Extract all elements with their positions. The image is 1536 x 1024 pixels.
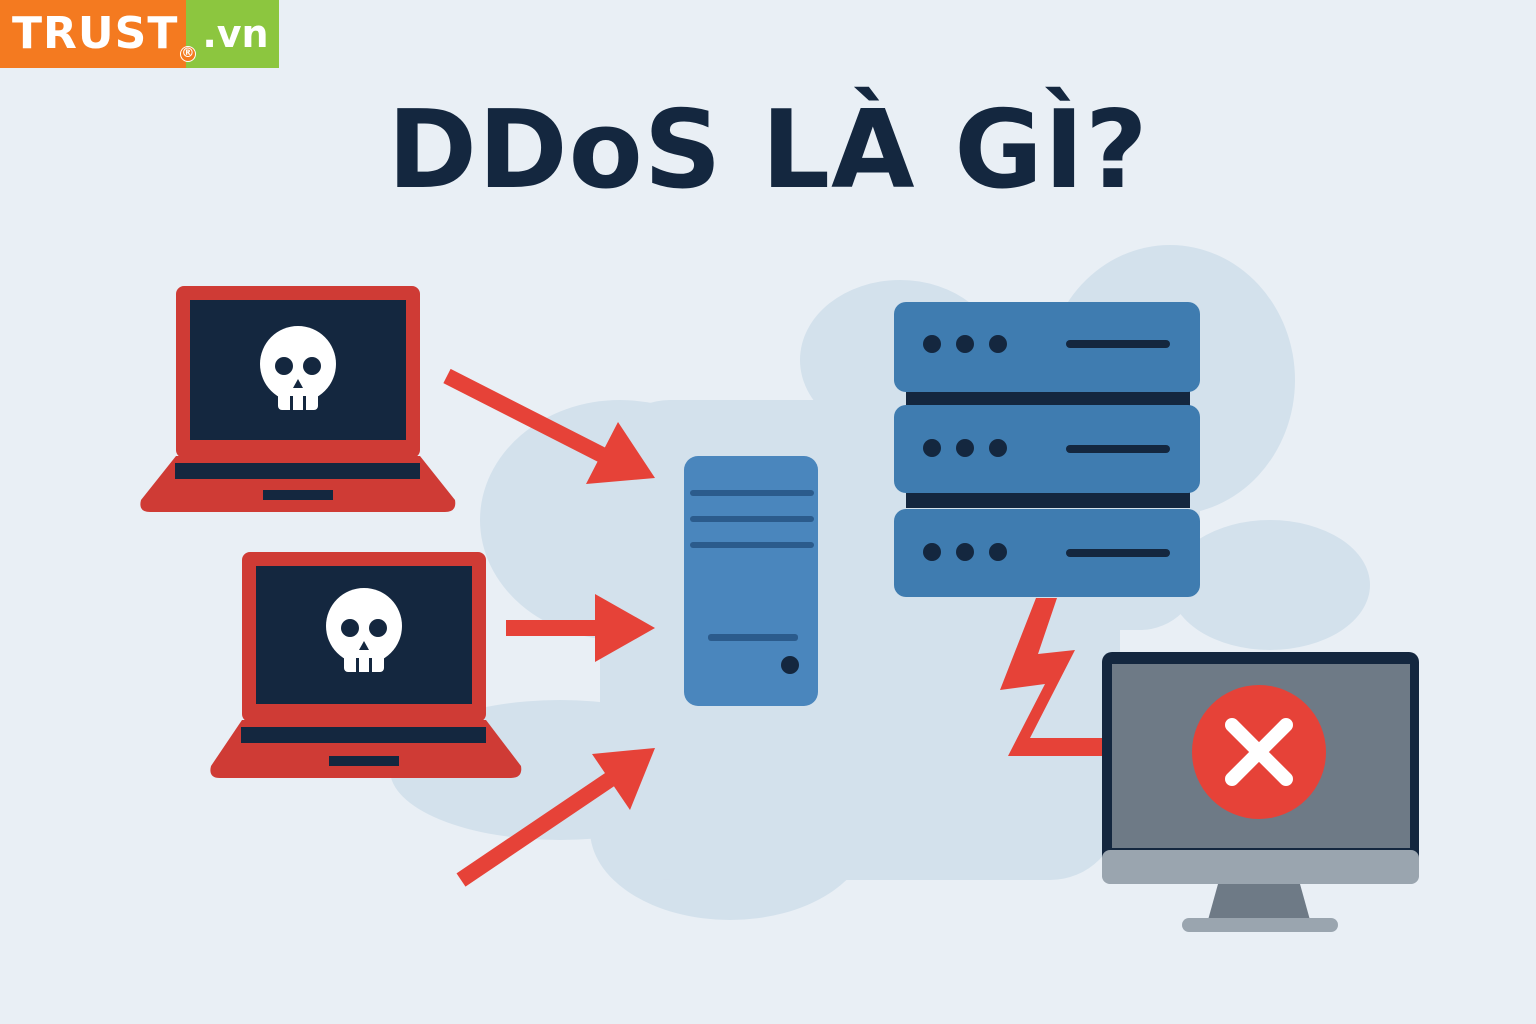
skull-icon: [260, 326, 336, 410]
rack-unit-1: [894, 302, 1200, 392]
logo-tld: .vn: [186, 0, 279, 68]
failed-monitor: [1102, 652, 1419, 932]
attack-arrow-2: [506, 594, 655, 662]
trust-vn-logo[interactable]: TRUST ® .vn: [0, 0, 279, 68]
logo-registered-mark: ®: [180, 46, 197, 62]
attacker-laptop-1: [140, 286, 456, 512]
page-title: DDoS LÀ GÌ?: [387, 88, 1149, 213]
logo-main-text: TRUST ®: [0, 0, 197, 68]
logo-brand: TRUST: [12, 8, 179, 59]
attack-arrows: [443, 368, 655, 887]
target-server-tower: [684, 456, 818, 706]
rack-unit-3: [894, 509, 1200, 597]
server-rack: [894, 302, 1200, 597]
rack-unit-2: [894, 405, 1200, 493]
attack-arrow-3: [456, 748, 655, 887]
lightning-bolt-icon: [1000, 598, 1105, 756]
error-x-icon: [1192, 685, 1326, 819]
skull-icon: [326, 588, 402, 672]
attacker-laptop-2: [210, 552, 522, 778]
attack-arrow-1: [443, 368, 655, 484]
